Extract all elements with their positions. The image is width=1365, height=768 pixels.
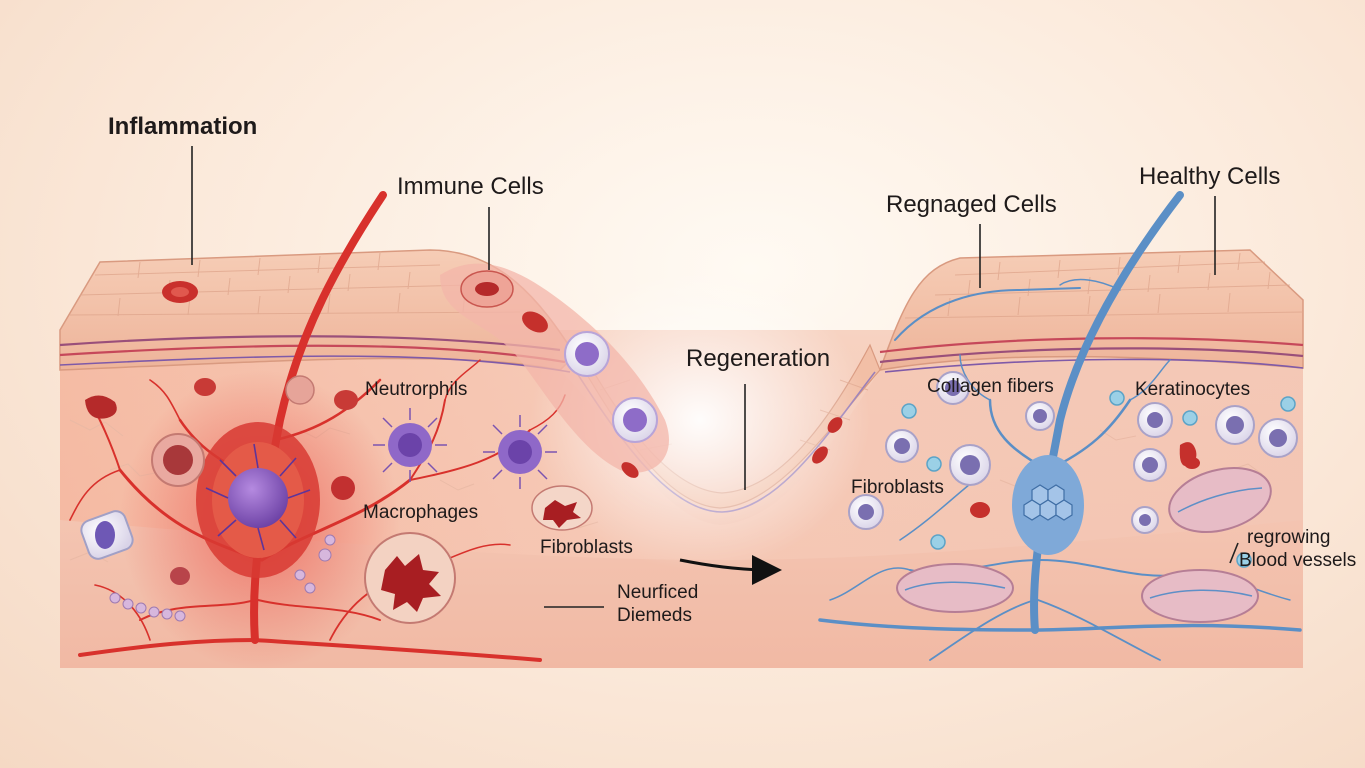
label-fibroblasts-left: Fibroblasts [540, 537, 633, 558]
left-cells [80, 281, 593, 624]
pointer-lines [191, 146, 1239, 608]
label-immune-cells: Immune Cells [397, 173, 544, 200]
label-regrowing-line: regrowing [1247, 527, 1331, 548]
label-inflammation: Inflammation [108, 113, 258, 140]
label-diemeds-line: Diemeds [617, 604, 692, 626]
label-regeneration: Regeneration [686, 345, 831, 372]
label-neurficed: Neurficed Diemeds [617, 582, 698, 628]
label-regnaged-cells: Regnaged Cells [886, 191, 1057, 218]
label-healthy-cells: Healthy Cells [1139, 163, 1281, 190]
label-blood-vessels-line: Blood vessels [1239, 549, 1357, 571]
regeneration-glow [530, 270, 870, 570]
regeneration-arrow [679, 554, 782, 585]
label-macrophages: Macrophages [363, 502, 479, 523]
label-keratinocytes: Keratinocytes [1135, 379, 1251, 400]
label-fibroblasts-right: Fibroblasts [851, 477, 944, 498]
label-neurficed-line: Neurficed [617, 582, 699, 603]
inflammation-core [196, 422, 320, 578]
healthy-core [1012, 455, 1084, 555]
right-cells [848, 371, 1298, 623]
label-neutrophils: Neutrorphils [365, 379, 468, 400]
migrating-immune-cells [440, 263, 843, 478]
label-collagen-fibers: Collagen fibers [927, 376, 1054, 397]
label-regrowing-blood-vessels: regrowing Blood vessels [1239, 527, 1356, 573]
